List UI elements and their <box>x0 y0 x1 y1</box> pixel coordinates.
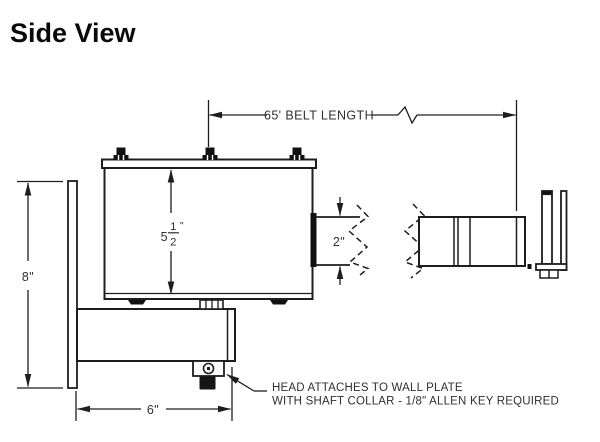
belt <box>316 203 526 279</box>
head-foot-pad <box>128 300 146 305</box>
barrier-head-box <box>101 158 317 305</box>
bolt-icon <box>113 147 129 160</box>
callout-line2: WITH SHAFT COLLAR - 1/8" ALLEN KEY REQUI… <box>272 396 559 408</box>
bolt-icon <box>202 147 218 160</box>
collar-knob <box>199 376 216 390</box>
dim-head-height <box>167 169 179 295</box>
belt-break-line <box>347 204 370 279</box>
top-bolts <box>113 147 305 160</box>
head-foot-pad <box>270 300 288 305</box>
head-height-numerator: 1 <box>170 221 177 233</box>
head-height-whole: 5 <box>161 230 168 244</box>
bolt-icon <box>289 147 305 160</box>
belt-width-label: 2" <box>333 235 345 249</box>
belt-hook-tip <box>527 264 532 269</box>
head-height-unit: " <box>180 221 184 232</box>
page-title: Side View <box>10 18 136 48</box>
dimension-break-icon <box>397 105 418 125</box>
shaft-collar <box>192 360 225 390</box>
belt-end-clip <box>418 216 526 267</box>
belt-slot <box>310 213 317 267</box>
receiving-wall-plate <box>527 190 568 279</box>
mounting-arm <box>76 308 236 362</box>
dim-wall-plate-height <box>17 180 63 389</box>
head-height-denominator: 2 <box>170 237 177 249</box>
arm-length-label: 6" <box>147 403 159 417</box>
shaft-connector <box>199 299 224 310</box>
callout-line1: HEAD ATTACHES TO WALL PLATE <box>272 382 463 394</box>
belt-length-label: 65' BELT LENGTH <box>264 109 374 123</box>
callout-leader <box>226 373 267 392</box>
dim-belt-length <box>207 100 518 211</box>
wall-plate-height-label: 8" <box>22 270 34 284</box>
wall-plate <box>67 180 78 389</box>
dim-arm-length <box>75 367 233 421</box>
